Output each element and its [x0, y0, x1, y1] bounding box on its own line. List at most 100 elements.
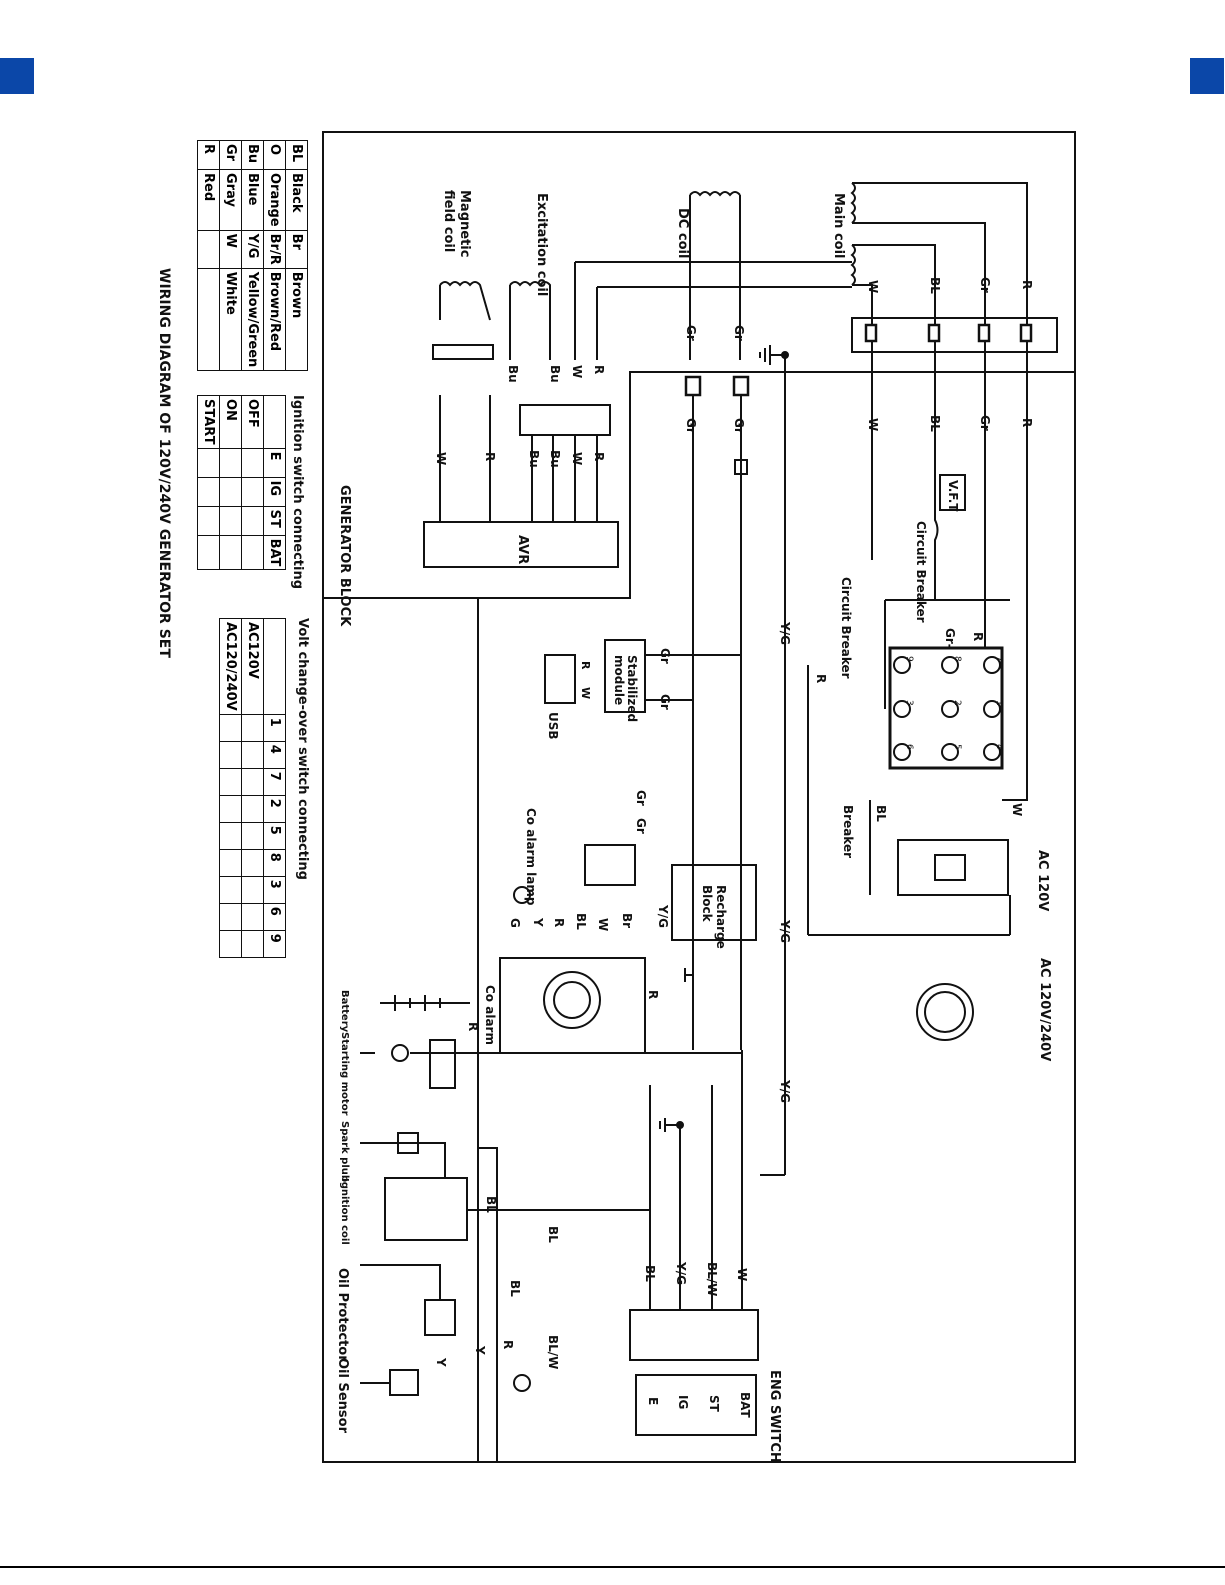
wire-label-main-right-w: W — [866, 418, 880, 432]
eng-switch-connector — [629, 1309, 759, 1361]
wire-label-exc-right-bu-2: Bu — [527, 450, 541, 468]
volt-cell — [241, 741, 264, 769]
legend-cell: Brown/Red — [263, 268, 286, 371]
ignition-header-cell: IG — [263, 477, 286, 507]
legend-cell: Gray — [219, 169, 242, 231]
ignition-cell: ON — [219, 395, 242, 449]
ac120-label: AC 120V — [1035, 850, 1050, 912]
circuit-breaker-label-2: Circuit Breaker — [839, 577, 853, 679]
co-alarm-label: Co alarm — [483, 985, 497, 1045]
oil-protector-box — [424, 1299, 456, 1336]
co-alarm-connector — [584, 844, 636, 886]
breaker-label: Breaker — [841, 805, 855, 859]
volt-switch — [888, 646, 1004, 770]
wire-label-misc: R — [466, 1022, 480, 1032]
circuit-breaker-label-1: Circuit Breaker — [914, 521, 928, 623]
volt-cell — [219, 876, 242, 904]
volt-header-cell: 7 — [263, 768, 286, 796]
main-wires — [871, 341, 1028, 600]
ignition-cell — [219, 477, 242, 507]
volt-header-cell: 5 — [263, 822, 286, 850]
ac120-outlet — [897, 839, 1009, 896]
legend-cell: Yellow/Green — [241, 268, 264, 371]
volt-header-cell — [263, 618, 286, 715]
volt-switch-number: 1 — [994, 700, 1004, 706]
ignition-header-cell: ST — [263, 506, 286, 536]
avr-box — [423, 521, 619, 568]
diagram-frame — [322, 131, 1076, 1463]
wire-label-misc: BL — [508, 1280, 522, 1297]
wire-label-misc: BL — [484, 1196, 498, 1213]
volt-switch-number: 8 — [952, 656, 962, 662]
eng-switch-box — [635, 1374, 757, 1436]
dc-coil-label: DC coil — [675, 208, 690, 259]
ignition-cell — [197, 448, 220, 478]
main-coil-label: Main coil — [831, 193, 846, 259]
volt-cell — [241, 930, 264, 958]
volt-cell — [241, 795, 264, 823]
wire-label-eng-yg: Y/G — [674, 1262, 688, 1285]
ignition-cell — [241, 535, 264, 570]
corner-marker-left — [0, 58, 34, 94]
wire-label-misc: W — [1010, 803, 1024, 817]
wire-label-misc: Br — [620, 913, 634, 929]
eng-switch-label: ENG SWITCH — [767, 1370, 782, 1463]
volt-switch-number: 3 — [904, 700, 914, 706]
wire-label-exc-bu-2: Bu — [506, 365, 520, 383]
volt-cell — [219, 795, 242, 823]
legend-cell: BL — [285, 140, 308, 170]
volt-cell — [219, 741, 242, 769]
legend-cell: White — [219, 268, 242, 371]
excitation-wires-top — [574, 261, 852, 360]
yg-wire — [760, 355, 786, 1176]
wire-label-main-right-r: R — [1020, 418, 1034, 428]
wire-label-misc: G — [508, 918, 522, 928]
starting-motor-symbol — [391, 1044, 409, 1062]
oil-sensor-box — [389, 1369, 419, 1396]
wire-label-main-r: R — [1020, 280, 1034, 290]
co-alarm-lamp-symbol — [513, 886, 531, 904]
wire-label-eng-bl: BL — [643, 1265, 657, 1282]
wire-label-exc-right-bu-1: Bu — [548, 450, 562, 468]
dc-fuse — [734, 459, 748, 475]
switch-wires — [884, 599, 1028, 801]
wire-label-misc: Y — [434, 1358, 448, 1367]
wire-label-exc-w: W — [570, 365, 584, 379]
ignition-header-cell — [263, 395, 286, 449]
ignition-header-cell: BAT — [263, 535, 286, 570]
wire-label-mag-w: W — [434, 452, 448, 466]
spark-plug-label: Spark plub — [339, 1121, 350, 1183]
eng-terminal-e: E — [646, 1397, 660, 1406]
wire-label-main-right-gr: Gr — [978, 415, 992, 431]
wire-label-misc: R — [501, 1340, 515, 1350]
legend-cell — [197, 230, 220, 269]
volt-header-cell: 2 — [263, 795, 286, 823]
wire-label-misc: BL — [546, 1226, 560, 1243]
usb-label: USB — [546, 712, 560, 740]
wire-label-misc: Y/G — [656, 905, 670, 928]
volt-switch-number: 7 — [994, 656, 1004, 662]
wire-label-misc: R — [552, 918, 566, 928]
volt-cell — [241, 768, 264, 796]
legend-cell: Brown — [285, 268, 308, 371]
wire-label-misc: Gr- — [943, 628, 957, 649]
ignition-table-title: Ignition switch connecting — [290, 395, 305, 590]
wire-label-misc: Gr — [658, 694, 672, 710]
volt-switch-number: 9 — [904, 656, 914, 662]
wire-label-misc: R — [814, 674, 828, 684]
wire-label-dc-right-1: Gr — [684, 418, 698, 434]
legend-cell: R — [197, 140, 220, 170]
usb-box — [544, 654, 576, 704]
excitation-coil-label: Excitation coil — [534, 193, 549, 297]
volt-cell — [219, 822, 242, 850]
oil-protector-label: Oil Protector — [335, 1268, 350, 1362]
wire-label-eng-blw: BL/W — [705, 1262, 719, 1297]
wire-label-misc: BL — [574, 913, 588, 930]
volt-switch-number: 4 — [994, 744, 1004, 750]
wire-label-exc-r: R — [592, 365, 606, 375]
